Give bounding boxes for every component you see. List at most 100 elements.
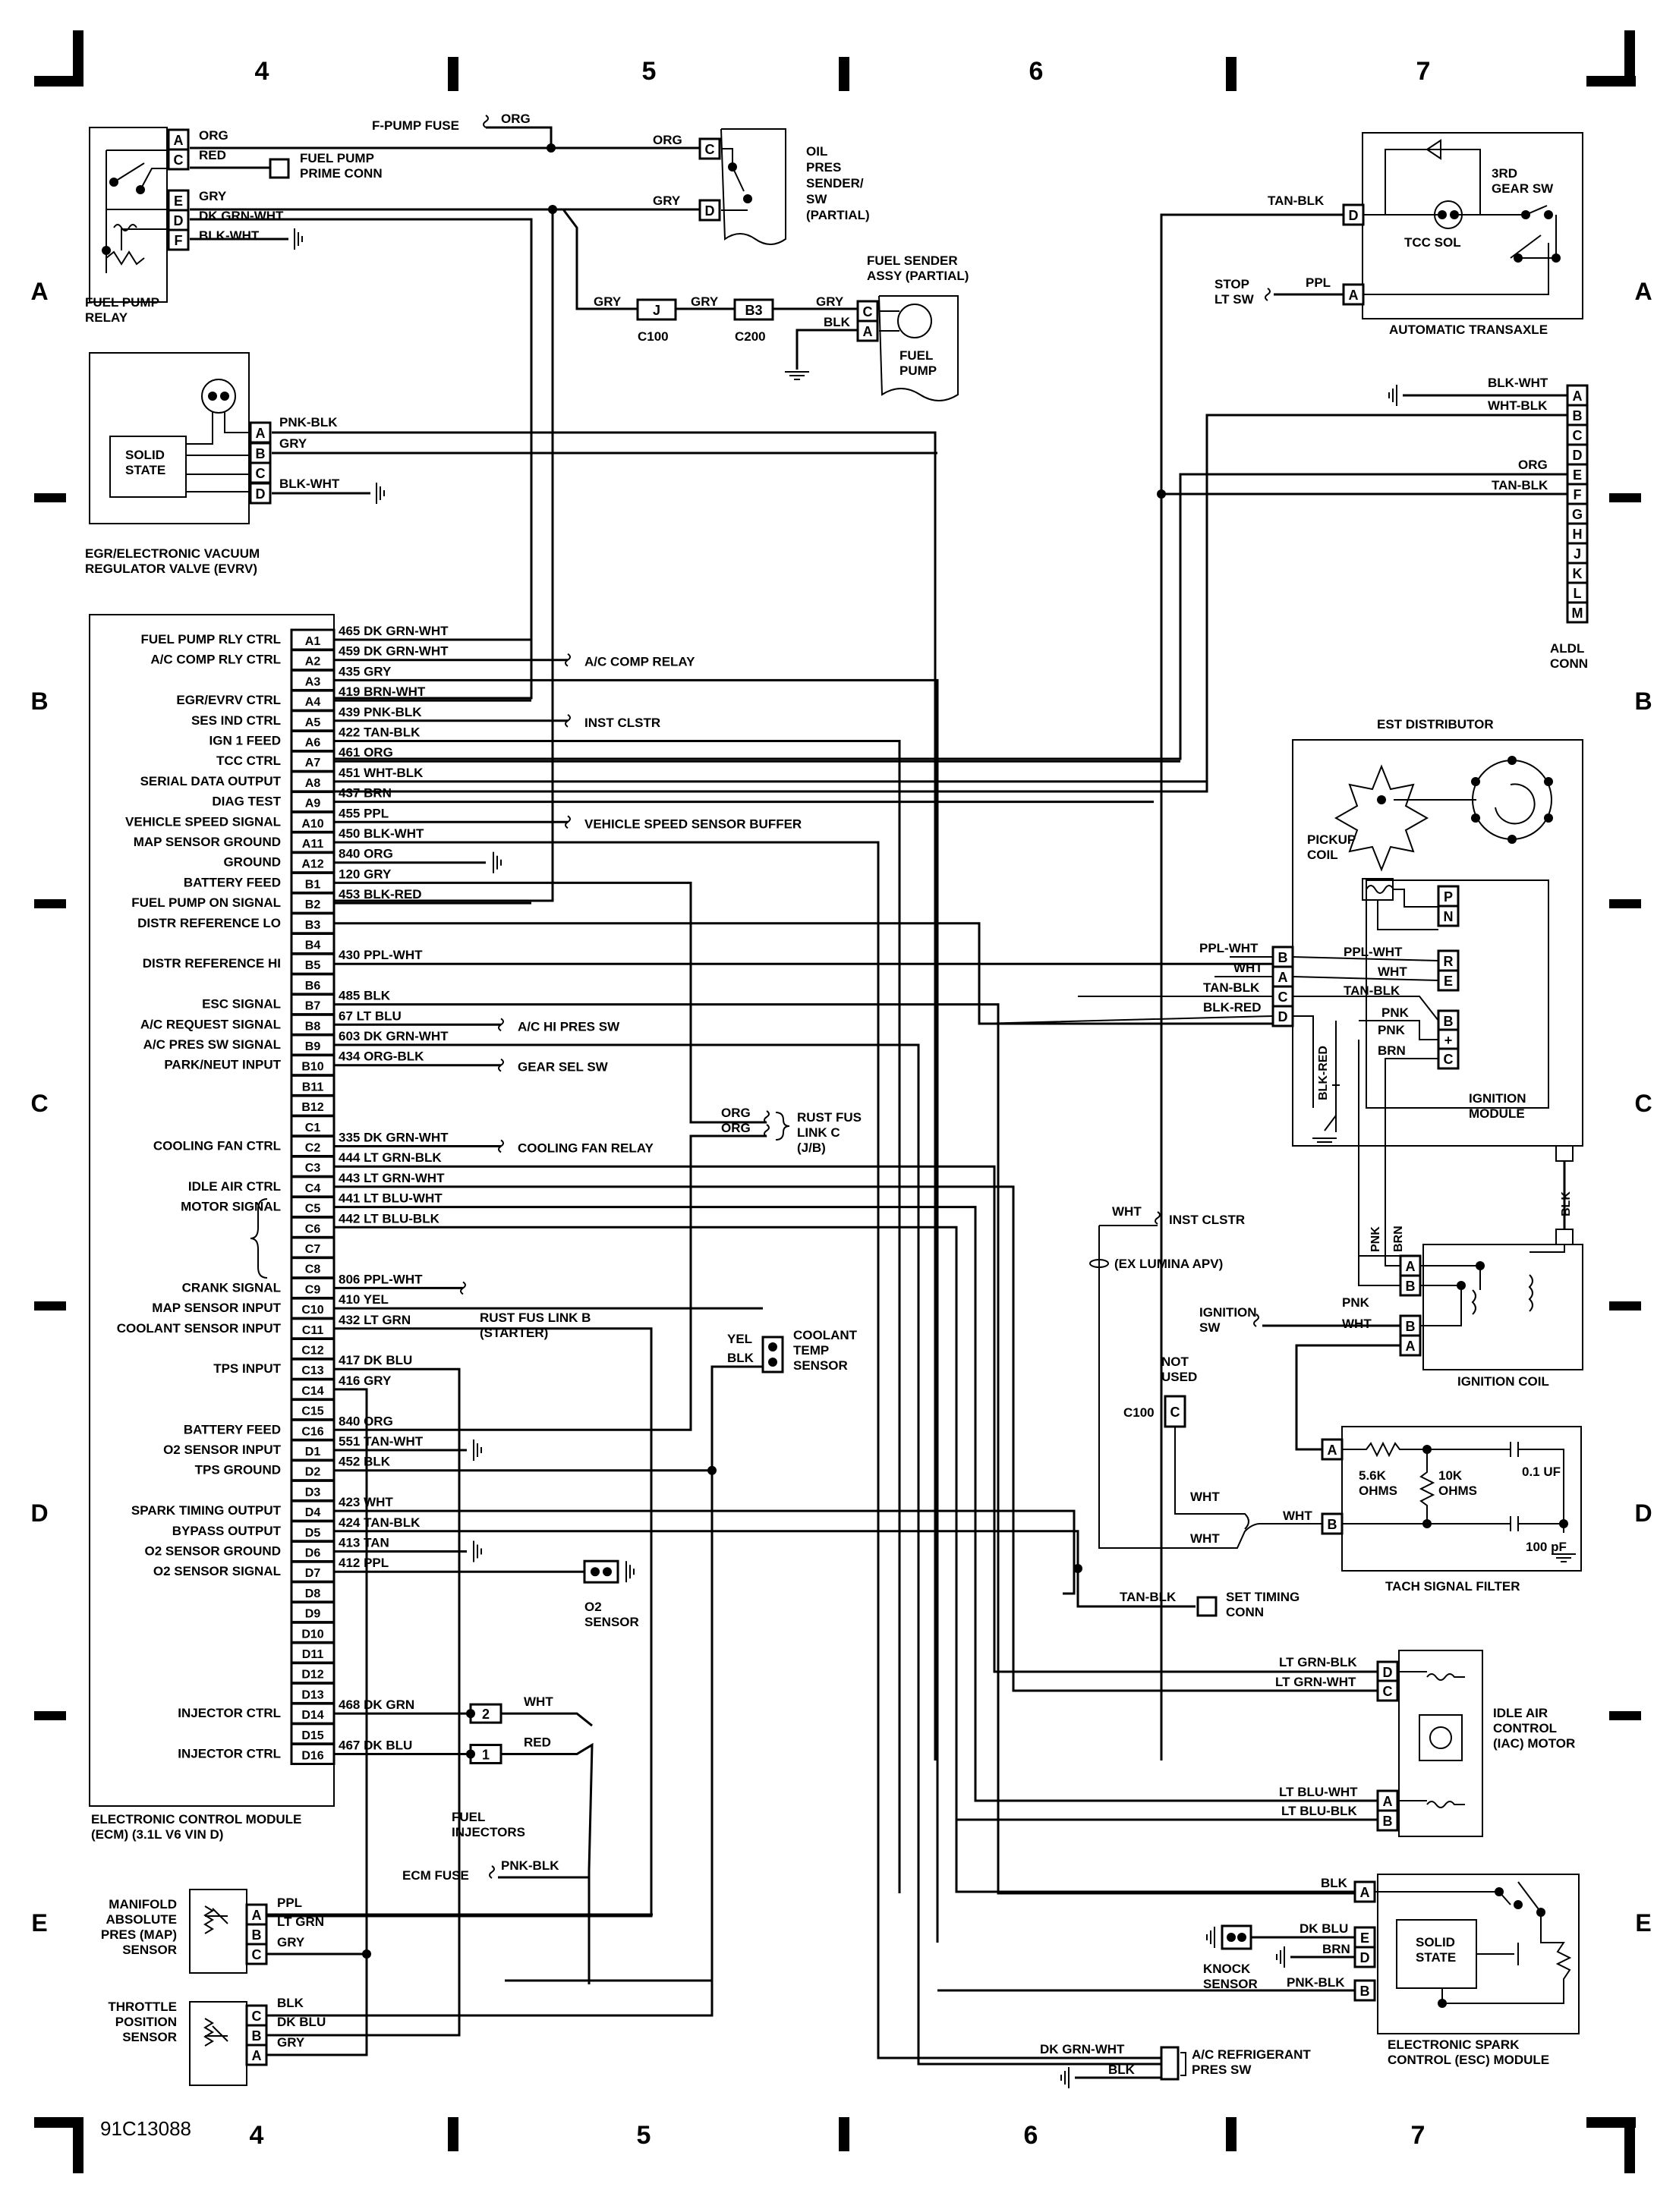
ecm-pin-label: C13 [301, 1364, 323, 1377]
aldl-pin-label: J [1574, 546, 1581, 562]
column-tick [839, 2117, 849, 2151]
ecm-wire-label: 453 BLK-RED [339, 887, 422, 901]
tps-title: THROTTLE [108, 2000, 177, 2014]
ecm-pin-label: C12 [301, 1345, 323, 1358]
ecm-title: ELECTRONIC CONTROL MODULE [91, 1812, 301, 1827]
wire-label: PPL-WHT [1344, 945, 1403, 959]
c100-connector [636, 298, 677, 321]
wire-label: GRY [653, 194, 681, 208]
splice-dot [548, 205, 557, 214]
fuel-pump-relay-pin [167, 209, 190, 231]
aldl-pin [1566, 443, 1589, 466]
ecm-pin [290, 669, 336, 691]
evrv-pin-label: C [256, 466, 266, 481]
wire-label: GRY [277, 2035, 305, 2050]
wire-label: YEL [727, 1332, 752, 1346]
ecm-function-label: DISTR REFERENCE HI [143, 956, 281, 971]
ecm-pin [290, 1581, 336, 1603]
fuel-pump-relay-pin-label: D [174, 213, 184, 228]
row-letter: C [30, 1090, 48, 1117]
tps-resistor [203, 2018, 228, 2047]
ecm-pin-label: B9 [305, 1040, 321, 1053]
ecm-wire-label: 423 WHT [339, 1495, 393, 1509]
ignition-module-pin-label: B [1444, 1014, 1454, 1029]
wire-batt-c16 [334, 1134, 767, 1431]
rust-c-break [764, 1110, 770, 1124]
dist-ext-leads [978, 956, 1274, 1024]
ecm-pin-label: D11 [302, 1648, 324, 1661]
tach-c2-label: 100 pF [1526, 1540, 1567, 1554]
transaxle-pin [1342, 283, 1365, 306]
distributor-pin [1271, 965, 1294, 988]
ecm-function-label: TPS INPUT [213, 1361, 281, 1376]
ecm-target-label: VEHICLE SPEED SENSOR BUFFER [584, 817, 802, 831]
row-letter: E [31, 1909, 47, 1937]
ignition-module-pin-label: C [1444, 1052, 1454, 1067]
splice-dot [220, 392, 229, 401]
tach-filter-pin [1321, 1512, 1344, 1535]
row-letter: E [1635, 1909, 1651, 1937]
wire-org-aldl [334, 473, 1567, 760]
iac-pin-label: B [1383, 1814, 1393, 1829]
corner-mark [73, 2117, 83, 2173]
tach-filter-pin-label: B [1328, 1517, 1337, 1532]
ground [625, 1561, 635, 1583]
fuel-pump-relay-title: FUEL PUMP [85, 295, 159, 310]
splice-dot [1514, 253, 1523, 263]
ecm-pin [290, 689, 336, 712]
aldl-pin-label: D [1573, 448, 1583, 463]
wire-label: PNK [1378, 1023, 1406, 1037]
wire-brn-wht [334, 453, 533, 700]
column-number: 7 [1411, 2121, 1426, 2150]
fuel-sender-pin [856, 319, 879, 342]
ecm-function-label: MAP SENSOR INPUT [152, 1301, 281, 1315]
wire-dk-grn-wht [190, 218, 533, 641]
switch-contact [728, 162, 737, 171]
ecm-pin-label: C6 [305, 1222, 321, 1235]
wire-label: LT GRN [277, 1915, 324, 1929]
ecm-wire-label: 443 LT GRN-WHT [339, 1171, 445, 1185]
ecm-wire-label: 424 TAN-BLK [339, 1515, 421, 1530]
fuel-sender-body [878, 295, 959, 401]
ecm-wire-label: 450 BLK-WHT [339, 826, 424, 841]
iac-rotor [1429, 1726, 1452, 1749]
evrv-title: REGULATOR VALVE (EVRV) [85, 562, 257, 576]
ecm-pin-label: A10 [301, 817, 323, 830]
wire-label: PNK [1369, 1226, 1382, 1252]
o2-sensor [583, 1559, 619, 1584]
fuel-pump-relay-pin-label: C [174, 153, 184, 168]
set-timing-label: CONN [1226, 1605, 1264, 1619]
ecm-pin-label: B3 [305, 919, 321, 932]
ecm-wire-label: 120 GRY [339, 867, 392, 881]
ecm-pin-label: C2 [305, 1142, 321, 1155]
splice-dot [1457, 1281, 1466, 1290]
aldl-pin [1566, 423, 1589, 446]
ecm-wire-label: 455 PPL [339, 806, 389, 820]
ecm-pin [290, 851, 336, 874]
distributor-pin-label: B [1278, 950, 1288, 965]
stop-lt-break [1265, 288, 1271, 301]
ecm-function-label: A/C REQUEST SIGNAL [140, 1017, 281, 1031]
ecm-title: (ECM) (3.1L V6 VIN D) [91, 1827, 223, 1842]
distributor-pin [1271, 1005, 1294, 1027]
column-tick [1226, 57, 1237, 91]
evrv-inner-label: SOLID [125, 448, 165, 462]
ecm-pin [290, 1723, 336, 1745]
map-pin-label: B [252, 1927, 262, 1943]
ecm-function-label: INJECTOR CTRL [178, 1747, 281, 1761]
ignition-coil-pin [1399, 1314, 1422, 1337]
wire-label: DK GRN-WHT [1040, 2042, 1125, 2056]
column-tick [448, 2117, 458, 2151]
ecm-pin [290, 810, 336, 833]
tps-pin [245, 2044, 268, 2066]
ecm-pin [290, 1439, 336, 1462]
ecm-pin [290, 1641, 336, 1664]
c100-connector [1164, 1395, 1186, 1428]
wire-label: LT GRN-BLK [1279, 1655, 1357, 1669]
prime-conn-label: FUEL PUMP [300, 151, 374, 165]
column-tick [839, 57, 849, 91]
row-tick [34, 1301, 66, 1311]
ign-sw-break [1253, 1314, 1259, 1327]
ecm-pin-label: C14 [301, 1385, 323, 1398]
distributor-pin-label: A [1278, 970, 1288, 985]
